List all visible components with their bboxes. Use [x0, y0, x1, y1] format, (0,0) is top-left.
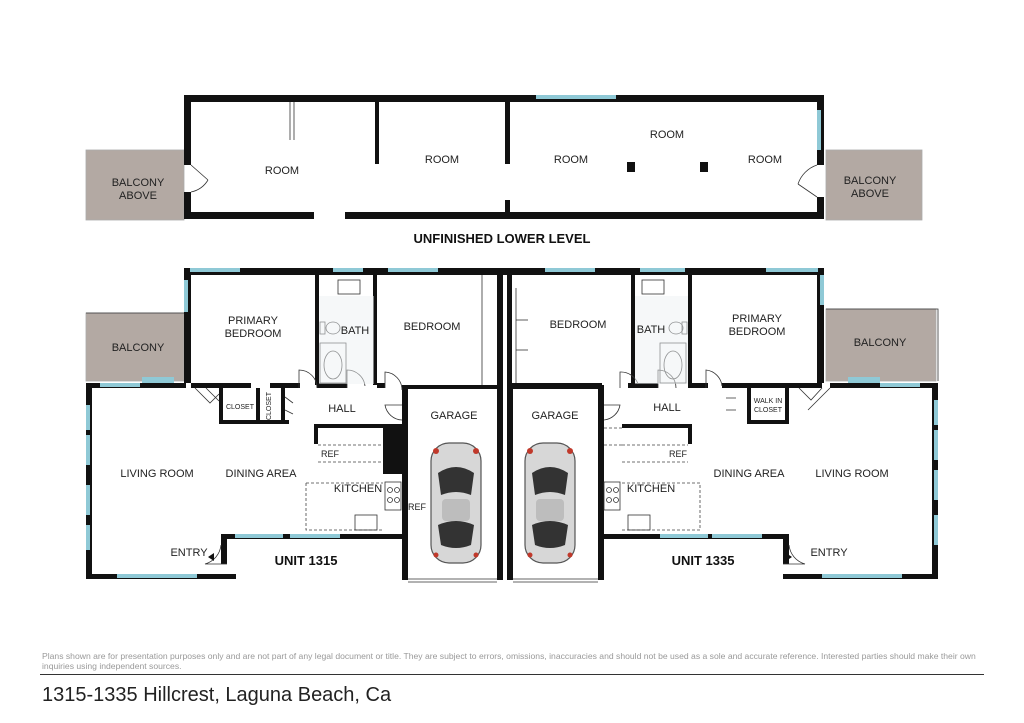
unit-1315-living-room-label: LIVING ROOM — [120, 468, 193, 480]
lower-room-4: ROOM — [650, 129, 684, 141]
main-level: PRIMARY BEDROOM BATH BEDROOM BALCONY CLO… — [85, 268, 939, 583]
unit-1335-entry-label: ENTRY — [810, 547, 848, 559]
unit-1335-ref-label: REF — [669, 449, 688, 459]
unit-1335-garage-label: GARAGE — [531, 410, 578, 422]
lower-balcony-right — [825, 149, 923, 221]
unit-1335-dining-area-label: DINING AREA — [714, 468, 786, 480]
entry-arrow-icon — [208, 553, 214, 561]
property-address: 1315-1335 Hillcrest, Laguna Beach, Ca — [42, 684, 392, 706]
footer-divider — [40, 674, 984, 675]
unit-1315-hall-label: HALL — [328, 403, 356, 415]
unit-1335-bedroom-label: BEDROOM — [550, 319, 607, 331]
unit-1315-balcony — [85, 312, 185, 382]
unit-1315-closet-2-label: CLOSET — [266, 391, 273, 420]
unit-1315-primary-bedroom-label-1: PRIMARY — [228, 315, 279, 327]
unit-1335-walk-in-closet-label-2: CLOSET — [754, 407, 783, 414]
car-icon — [524, 442, 576, 564]
unit-1315-entry-label: ENTRY — [170, 547, 208, 559]
unit-1315-garage-label: GARAGE — [430, 410, 477, 422]
entry-arrow-icon — [786, 553, 792, 561]
unit-1335-bath-label: BATH — [637, 324, 666, 336]
lower-level: ROOM ROOM ROOM ROOM ROOM BALCONY ABOVE B… — [85, 95, 923, 246]
unit-1335-balcony-label: BALCONY — [854, 337, 907, 349]
unit-1315-bedroom-label: BEDROOM — [404, 321, 461, 333]
unit-1315-ref-2-label: REF — [408, 502, 427, 512]
unit-1315-bath-label: BATH — [341, 325, 370, 337]
unit-1335-living-room-label: LIVING ROOM — [815, 468, 888, 480]
lower-balcony-right-label-2: ABOVE — [851, 188, 889, 200]
unit-1335-primary-bedroom-label-2: BEDROOM — [729, 326, 786, 338]
unit-1315-primary-bedroom-label-2: BEDROOM — [225, 328, 282, 340]
unit-1315-ref-label: REF — [321, 449, 340, 459]
lower-room-3: ROOM — [554, 154, 588, 166]
lower-balcony-right-label-1: BALCONY — [844, 175, 897, 187]
unit-1335-hall-label: HALL — [653, 402, 681, 414]
unit-1335-primary-bedroom-label-1: PRIMARY — [732, 313, 783, 325]
unit-1335-walk-in-closet-label-1: WALK IN — [754, 398, 783, 405]
lower-room-1: ROOM — [265, 165, 299, 177]
lower-room-5: ROOM — [748, 154, 782, 166]
unit-1315-name: UNIT 1315 — [275, 553, 338, 568]
unit-1335-balcony — [825, 308, 937, 382]
lower-balcony-left-label-2: ABOVE — [119, 190, 157, 202]
floor-plan: ROOM ROOM ROOM ROOM ROOM BALCONY ABOVE B… — [85, 95, 939, 583]
unit-1335-name: UNIT 1335 — [672, 553, 735, 568]
unit-1315-closet-1-label: CLOSET — [226, 404, 255, 411]
lower-level-title: UNFINISHED LOWER LEVEL — [414, 231, 591, 246]
lower-room-2: ROOM — [425, 154, 459, 166]
car-icon — [430, 442, 482, 564]
lower-balcony-left — [85, 149, 185, 221]
unit-1335-kitchen-label: KITCHEN — [627, 483, 675, 495]
unit-1315-kitchen-label: KITCHEN — [334, 483, 382, 495]
lower-balcony-left-label-1: BALCONY — [112, 177, 165, 189]
unit-1315-balcony-label: BALCONY — [112, 342, 165, 354]
disclaimer-text: Plans shown are for presentation purpose… — [42, 651, 976, 671]
unit-1315-dining-area-label: DINING AREA — [226, 468, 298, 480]
